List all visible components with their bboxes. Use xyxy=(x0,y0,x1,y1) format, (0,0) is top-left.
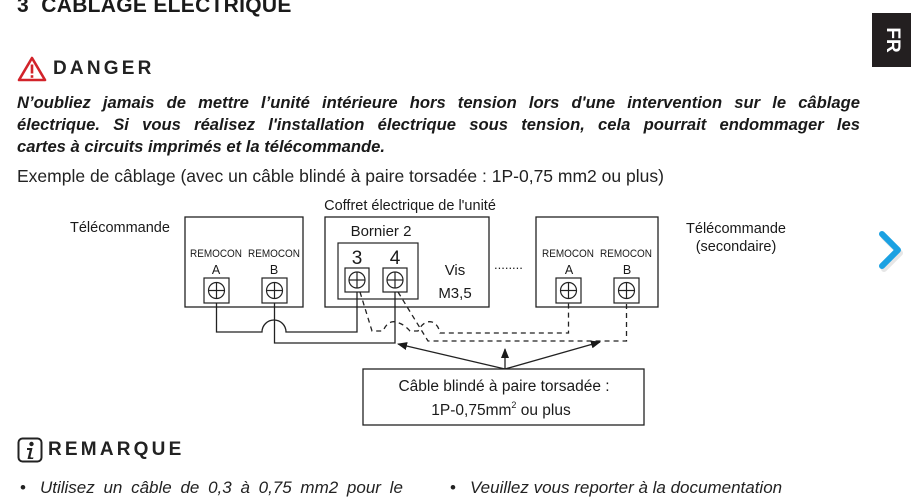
terminal-block xyxy=(337,242,419,300)
terminal-block-label: Bornier 2 xyxy=(351,223,412,240)
remarque-heading: REMARQUE xyxy=(17,437,184,463)
right-terminal-a-name: REMOCON xyxy=(542,248,594,260)
remarque-bullet: •Veuillez vous reporter à la documentati… xyxy=(450,478,783,497)
info-icon xyxy=(17,437,43,463)
remarque-bullet-text: Utilisez un câble de 0,3 à 0,75 mm2 pour… xyxy=(39,478,403,497)
remarque-bullet: •Utilisez un câble de 0,3 à 0,75 mm2 pou… xyxy=(20,478,403,497)
warning-triangle-icon xyxy=(17,56,47,82)
wiring-example-caption: Exemple de câblage (avec un câble blindé… xyxy=(17,166,664,186)
right-remote-label-line1: Télécommande xyxy=(686,221,786,237)
terminal-3-label: 3 xyxy=(352,248,363,269)
screw-label-line1: Vis xyxy=(445,262,466,279)
chevron-right-icon xyxy=(879,231,903,272)
danger-line: N’oubliez jamais de mettre l’unité intér… xyxy=(17,93,860,112)
cable-callout-line2: 1P-0,75mm2 ou plus xyxy=(431,400,571,419)
right-remote-box xyxy=(535,216,659,308)
solid-wires xyxy=(215,292,396,344)
right-terminal-a-screw-icon xyxy=(555,277,582,304)
cable-callout-sup: 2 xyxy=(511,400,516,410)
cable-callout-line2-prefix: 1P-0,75mm xyxy=(431,402,511,419)
danger-label: DANGER xyxy=(53,58,155,79)
language-tab-label: FR xyxy=(881,27,903,53)
left-terminal-a-screw-icon xyxy=(203,277,230,304)
section-title: 3 CABLAGE ELECTRIQUE xyxy=(17,0,292,18)
danger-heading: DANGER xyxy=(17,56,155,82)
next-page-button[interactable] xyxy=(870,224,910,274)
terminal-4-label: 4 xyxy=(390,248,401,269)
remarque-bullet-text: Veuillez vous reporter à la documentatio… xyxy=(469,478,783,497)
cable-callout-line1: Câble blindé à paire torsadée : xyxy=(398,378,609,395)
danger-line: électrique. Si vous réalisez l'installat… xyxy=(17,115,860,134)
terminal-3-screw-icon xyxy=(344,267,370,293)
continuation-dots: ........ xyxy=(494,257,523,272)
right-terminal-b-letter: B xyxy=(623,263,631,277)
left-terminal-a-name: REMOCON xyxy=(190,248,242,260)
language-tab[interactable]: FR xyxy=(872,13,911,67)
right-terminal-b-name: REMOCON xyxy=(600,248,652,260)
left-terminal-b-name: REMOCON xyxy=(248,248,300,260)
dashed-wires xyxy=(359,291,628,342)
danger-line: cartes à circuits imprimés et la télécom… xyxy=(17,137,385,156)
remarque-label: REMARQUE xyxy=(48,439,185,460)
left-remote-box xyxy=(184,216,304,308)
callout-arrows xyxy=(397,340,601,370)
danger-text: N’oubliez jamais de mettre l’unité intér… xyxy=(17,92,860,158)
screw-label-line2: M3,5 xyxy=(438,285,471,302)
right-remote-label-line2: (secondaire) xyxy=(696,239,777,255)
cable-callout-box xyxy=(362,368,645,426)
unit-box-label: Coffret électrique de l'unité xyxy=(324,198,496,214)
right-terminal-a-letter: A xyxy=(565,263,574,277)
unit-box xyxy=(324,216,490,308)
left-terminal-b-screw-icon xyxy=(261,277,288,304)
left-terminal-a-letter: A xyxy=(212,263,221,277)
terminal-4-screw-icon xyxy=(382,267,408,293)
section-number: 3 xyxy=(17,0,29,17)
left-terminal-b-letter: B xyxy=(270,263,278,277)
right-terminal-b-screw-icon xyxy=(613,277,640,304)
left-remote-label: Télécommande xyxy=(70,220,170,236)
wiring-diagram: Télécommande REMOCON REMOCON A B Coffret… xyxy=(70,198,786,426)
section-title-text: CABLAGE ELECTRIQUE xyxy=(41,0,292,17)
cable-callout-line2-suffix: ou plus xyxy=(516,402,571,419)
